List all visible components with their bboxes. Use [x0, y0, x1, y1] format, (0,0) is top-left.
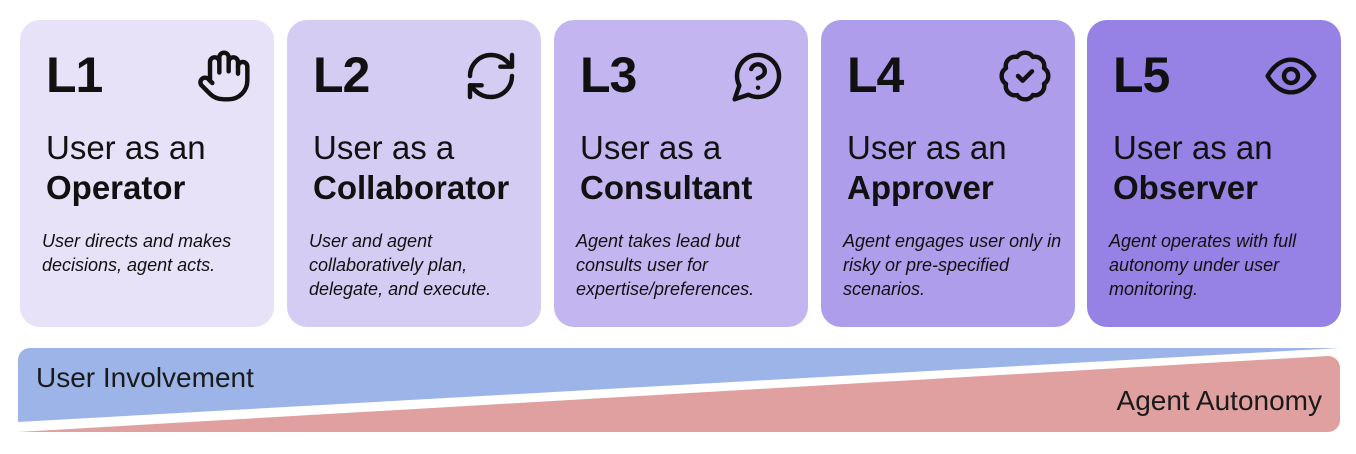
level-card-l2: L2 User as a Collaborator User and agent… [287, 20, 541, 327]
role-name: Collaborator [313, 169, 510, 206]
role-description: User and agent collaboratively plan, del… [309, 231, 492, 299]
role-name: Observer [1113, 169, 1258, 206]
involvement-autonomy-scale [18, 348, 1340, 432]
user-involvement-label: User Involvement [36, 362, 254, 393]
role-name: Operator [46, 169, 186, 206]
role-description: Agent operates with full autonomy under … [1109, 231, 1297, 299]
hand-icon [196, 48, 252, 104]
role-prefix: User as a [313, 129, 455, 166]
role-prefix: User as an [46, 129, 206, 166]
role-prefix: User as an [1113, 129, 1273, 166]
role-description: Agent takes lead but consults user for e… [576, 231, 755, 299]
refresh-icon [463, 48, 519, 104]
level-card-l5: L5 User as an Observer Agent operates wi… [1087, 20, 1341, 327]
level-card-l1: L1 User as an Operator User directs and … [20, 20, 274, 327]
role-description: Agent engages user only in risky or pre-… [843, 231, 1062, 299]
question-bubble-icon [730, 48, 786, 104]
agent-autonomy-wedge [18, 356, 1340, 432]
level-label: L3 [580, 47, 637, 103]
role-prefix: User as an [847, 129, 1007, 166]
level-card-l4: L4 User as an Approver Agent engages use… [821, 20, 1075, 327]
level-label: L4 [847, 47, 904, 103]
level-card-l3: L3 User as a Consultant Agent takes lead… [554, 20, 808, 327]
role-prefix: User as a [580, 129, 722, 166]
check-badge-icon [997, 48, 1053, 104]
level-label: L2 [313, 47, 370, 103]
role-name: Consultant [580, 169, 753, 206]
agent-autonomy-label: Agent Autonomy [1116, 385, 1322, 416]
role-name: Approver [847, 169, 994, 206]
role-description: User directs and makes decisions, agent … [42, 231, 232, 275]
level-label: L1 [46, 47, 103, 103]
eye-icon [1263, 48, 1319, 104]
level-label: L5 [1113, 47, 1170, 103]
user-involvement-wedge [18, 348, 1340, 422]
